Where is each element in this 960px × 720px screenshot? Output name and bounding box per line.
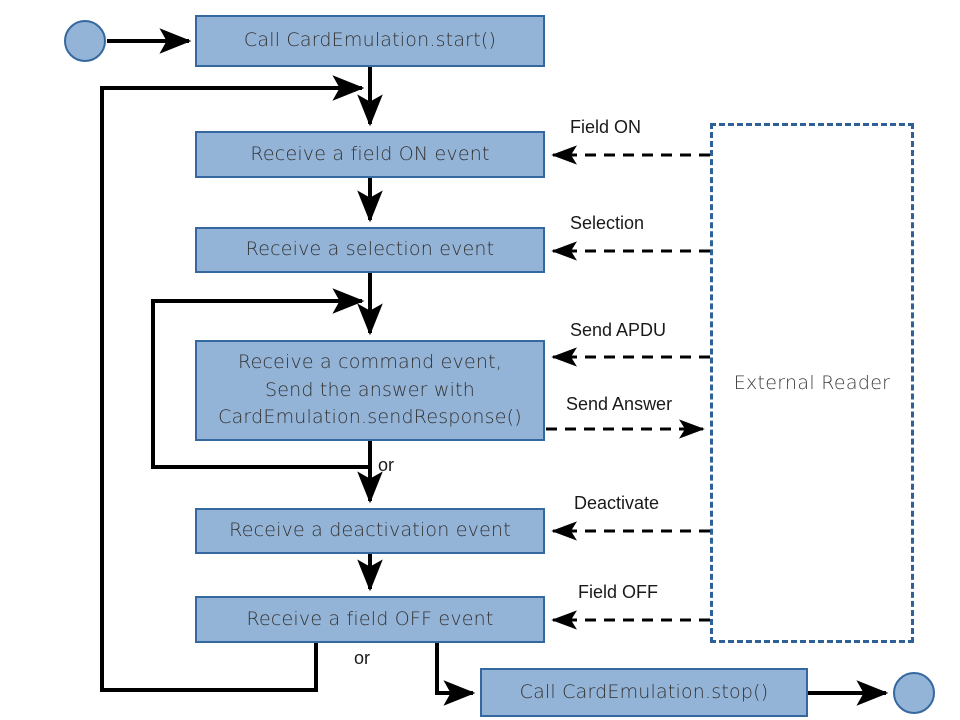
node-call-stop-line-0: Call CardEmulation.stop(): [519, 680, 769, 703]
node-receive-field-off-line-0: Receive a field OFF event: [246, 607, 494, 630]
edge-label-selection: Selection: [570, 213, 645, 233]
start-terminator: [64, 20, 106, 62]
end-terminator: [893, 672, 935, 714]
node-call-start[interactable]: Call CardEmulation.start(): [195, 15, 545, 67]
edge-label-send-answer: Send Answer: [566, 394, 673, 414]
edge-label-send-apdu: Send APDU: [570, 320, 667, 340]
node-receive-field-on[interactable]: Receive a field ON event: [195, 131, 545, 178]
branch-label-or-command: or: [378, 455, 395, 475]
node-receive-deactivation-line-0: Receive a deactivation event: [229, 519, 511, 542]
node-receive-deactivation[interactable]: Receive a deactivation event: [195, 508, 545, 554]
node-call-stop[interactable]: Call CardEmulation.stop(): [480, 668, 808, 717]
edge-fieldoff-loop-to-fieldon: [100, 75, 365, 692]
node-call-start-line-0: Call CardEmulation.start(): [243, 29, 497, 52]
external-reader-label: External Reader: [733, 372, 891, 394]
edge-label-deactivate: Deactivate: [574, 493, 660, 513]
node-receive-command-line-0: Receive a command event,: [238, 351, 502, 374]
node-receive-command-line-1: Send the answer with: [264, 378, 476, 401]
node-receive-command[interactable]: Receive a command event, Send the answer…: [195, 340, 545, 441]
edge-fieldoff-to-stop: [435, 643, 476, 706]
node-receive-field-on-line-0: Receive a field ON event: [250, 142, 490, 165]
node-receive-selection-line-0: Receive a selection event: [245, 238, 495, 261]
edge-command-loop: [151, 288, 370, 469]
edge-label-field-off: Field OFF: [578, 582, 659, 602]
external-reader-box: External Reader: [710, 123, 914, 643]
node-receive-selection[interactable]: Receive a selection event: [195, 227, 545, 273]
node-receive-field-off[interactable]: Receive a field OFF event: [195, 596, 545, 643]
edge-label-field-on: Field ON: [570, 117, 642, 137]
node-receive-command-line-2: CardEmulation.sendResponse(): [218, 406, 522, 429]
branch-label-or-field-off: or: [354, 648, 371, 668]
